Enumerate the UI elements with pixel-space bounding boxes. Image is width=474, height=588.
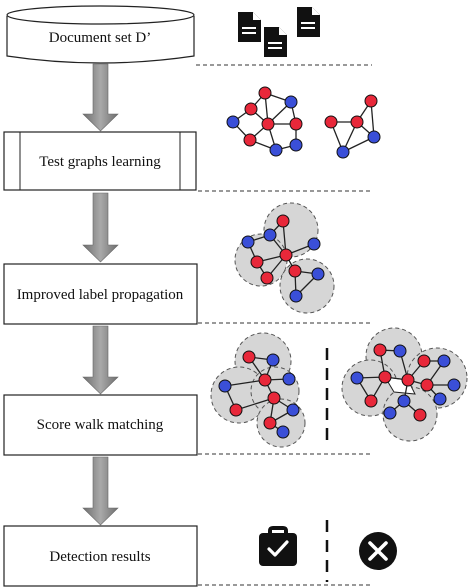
detection-results-label: Detection results <box>49 549 150 565</box>
document-set-label: Document set D’ <box>49 30 151 46</box>
document-icons <box>238 7 320 57</box>
test-graph-right <box>324 94 381 159</box>
test-graphs-learning-box: Test graphs learning <box>3 131 197 191</box>
detection-results-box: Detection results <box>3 525 198 587</box>
document-set-box: Document set D’ <box>6 5 195 64</box>
improved-label-propagation-box: Improved label propagation <box>3 263 198 325</box>
label-propagation-graph <box>234 202 335 314</box>
document-icon <box>238 12 261 42</box>
test-graphs-learning-label: Test graphs learning <box>39 154 161 170</box>
improved-label-propagation-label: Improved label propagation <box>17 287 184 303</box>
flow-arrow-4 <box>82 456 119 526</box>
circle-x-icon <box>359 532 397 570</box>
matching-graph-left <box>210 332 306 448</box>
briefcase-check-icon <box>259 526 297 566</box>
flow-arrow-2 <box>82 192 119 263</box>
matching-graph-right <box>341 327 468 442</box>
score-walk-matching-label: Score walk matching <box>37 417 164 433</box>
document-icon <box>264 27 287 57</box>
test-graph-left <box>226 86 303 157</box>
flow-arrow-3 <box>82 325 119 395</box>
score-walk-matching-box: Score walk matching <box>3 394 198 456</box>
document-icon <box>297 7 320 37</box>
flow-arrow-1 <box>82 63 119 132</box>
